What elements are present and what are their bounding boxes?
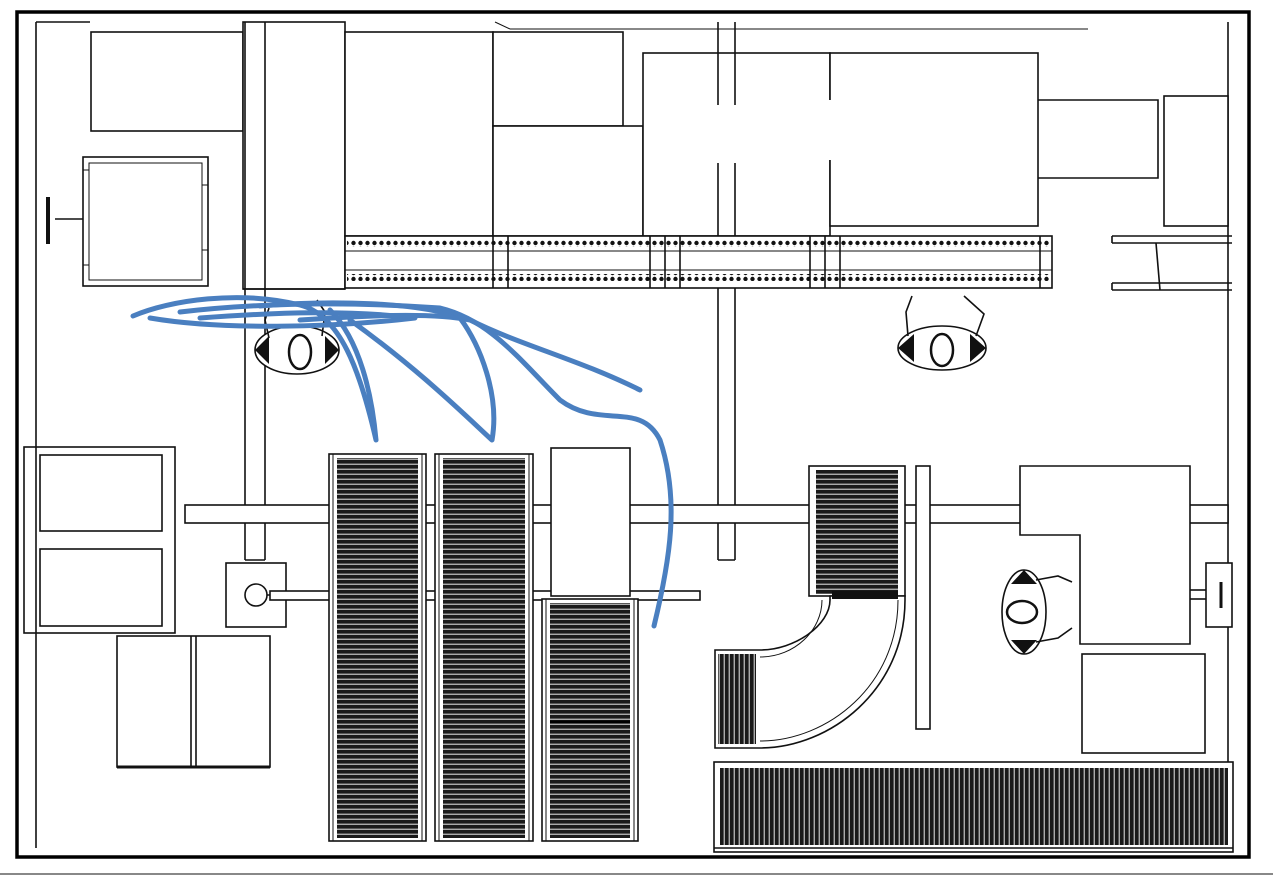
bench-top-right	[1111, 235, 1232, 291]
station-box	[550, 447, 631, 597]
conveyor-horizontal-bottom	[713, 761, 1234, 853]
rack-left	[23, 446, 176, 634]
conveyor-vertical-3	[541, 598, 639, 842]
cabinet-bottom-left	[116, 635, 271, 769]
operator-2	[897, 295, 987, 371]
conveyor-vertical-2	[434, 453, 534, 842]
workbench-top-left	[90, 31, 244, 132]
machine-top-6-outline	[1038, 99, 1159, 179]
top-conveyor	[344, 235, 1053, 289]
operator-movement-path	[130, 295, 674, 629]
outer-frame	[15, 10, 1251, 859]
workstation-right	[1019, 465, 1206, 754]
curved-conveyor	[714, 465, 906, 749]
machine-top-3	[492, 125, 644, 237]
operator-3	[1001, 569, 1073, 655]
machine-top-1	[344, 31, 494, 237]
cart-left	[46, 156, 209, 287]
thin-post	[915, 465, 931, 730]
machine-top-2	[492, 31, 624, 127]
vertical-rails	[714, 22, 836, 561]
machine-top-5	[829, 52, 1039, 227]
column-left-top	[242, 21, 346, 290]
machine-top-right	[1163, 95, 1229, 227]
conveyor-vertical-1	[328, 453, 427, 842]
